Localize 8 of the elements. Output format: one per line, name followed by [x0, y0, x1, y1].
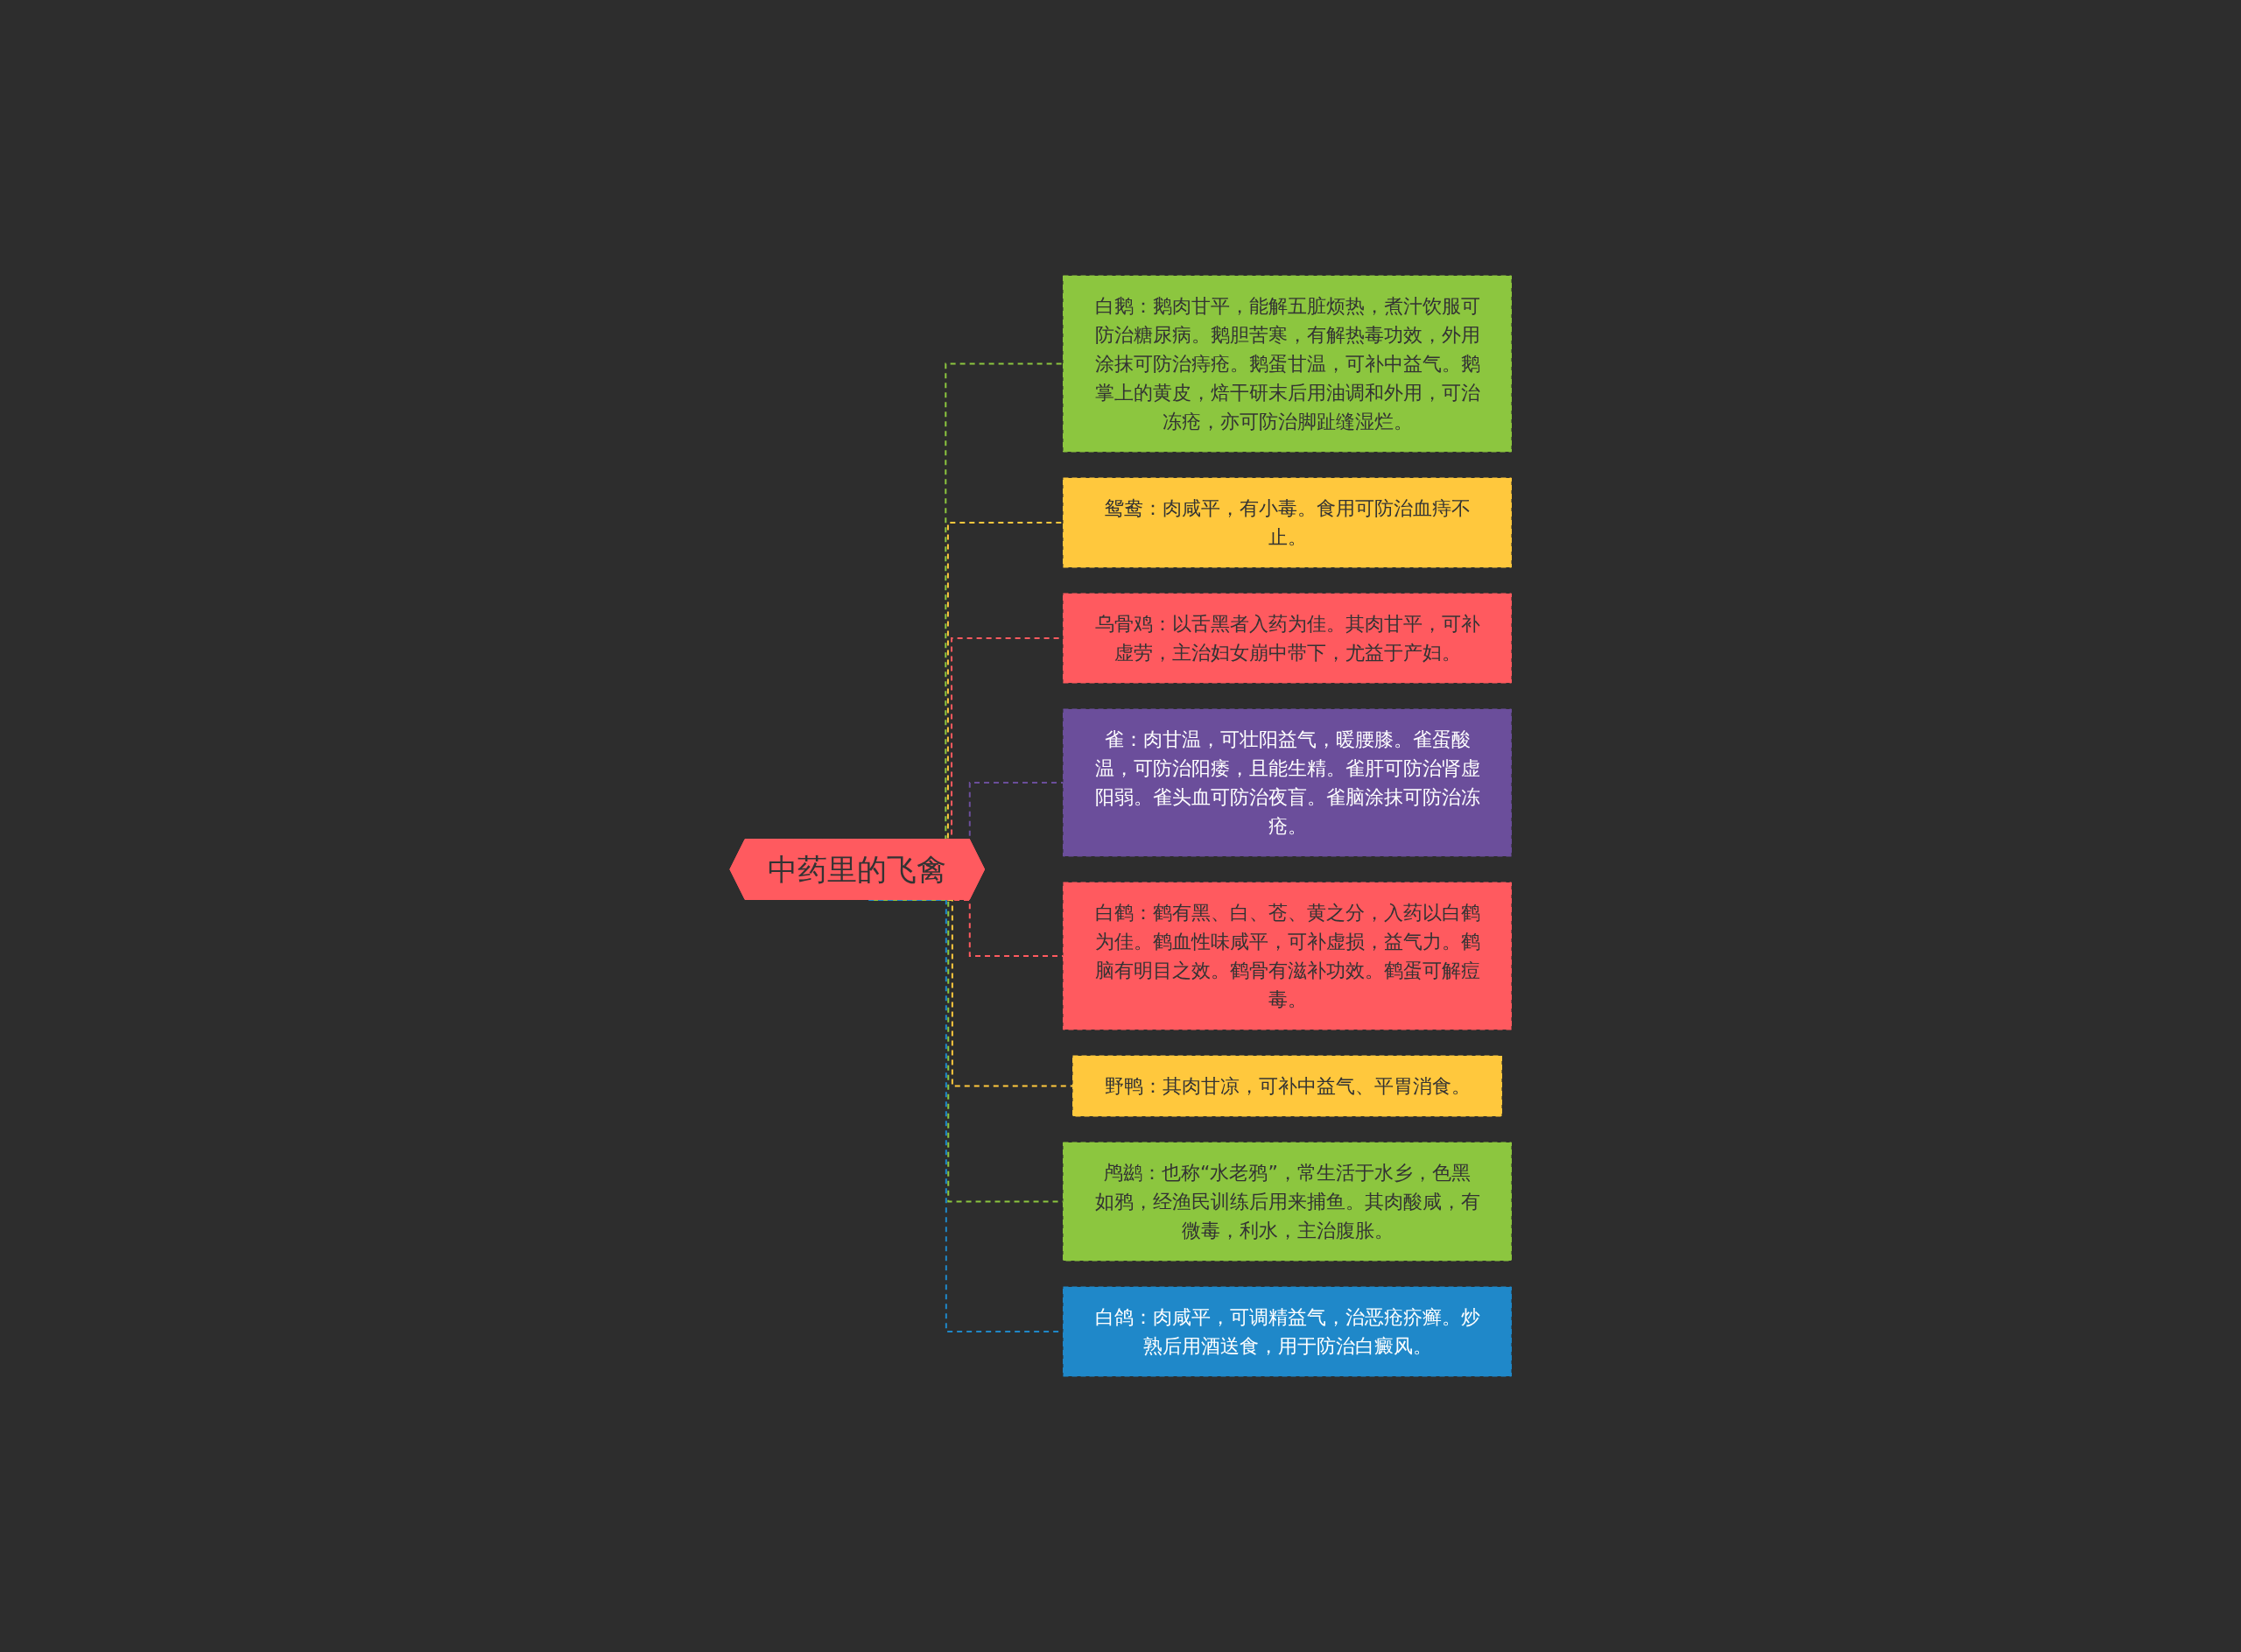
node-box: 鸳鸯：肉咸平，有小毒。食用可防治血痔不止。 — [1062, 477, 1512, 568]
node-box: 野鸭：其肉甘凉，可补中益气、平胃消食。 — [1071, 1055, 1502, 1117]
node-box: 白鸽：肉咸平，可调精益气，治恶疮疥癣。炒熟后用酒送食，用于防治白癜风。 — [1062, 1286, 1512, 1377]
node-box: 鸬鹚：也称“水老鸦”，常生活于水乡，色黑如鸦，经渔民训练后用来捕鱼。其肉酸咸，有微毒，利水，主治腹胀。 — [1062, 1142, 1512, 1262]
node-box: 白鹤：鹤有黑、白、苍、黄之分，入药以白鹤为佳。鹤血性味咸平，可补虚损，益气力。鹤脑有明目之效。鹤骨有滋补功效。鹤蛋可解痘毒。 — [1062, 882, 1512, 1030]
node-box: 乌骨鸡：以舌黑者入药为佳。其肉甘平，可补虚劳，主治妇女崩中带下，尤益于产妇。 — [1062, 593, 1512, 684]
node-box: 雀：肉甘温，可壮阳益气，暖腰膝。雀蛋酸温，可防治阳痿，且能生精。雀肝可防治肾虚阳弱。雀头血可防治夜盲。雀脑涂抹可防治冻疮。 — [1062, 708, 1512, 857]
node-box: 白鹅：鹅肉甘平，能解五脏烦热，煮汁饮服可防治糖尿病。鹅胆苦寒，有解热毒功效，外用涂抹可防治痔疮。鹅蛋甘温，可补中益气。鹅掌上的黄皮，焙干研末后用油调和外用，可治冻疮，亦可防治脚趾缝湿烂。 — [1062, 275, 1512, 453]
